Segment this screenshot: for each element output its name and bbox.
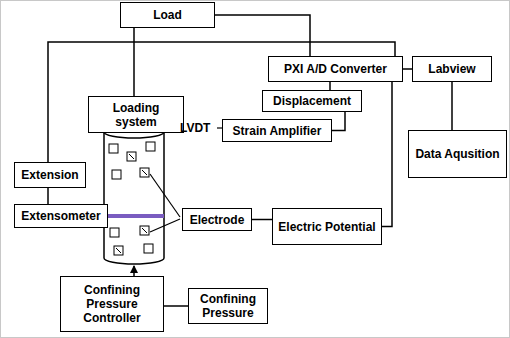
box-label: Loading system (93, 101, 179, 129)
box-label: PXI A/D Converter (284, 62, 387, 76)
box-label: Confining Pressure Controller (65, 283, 159, 325)
connector-line (215, 15, 310, 56)
process-box: Labview (412, 56, 492, 82)
process-box: PXI A/D Converter (268, 56, 403, 82)
box-label: Labview (428, 62, 475, 76)
box-label: Extension (21, 168, 78, 182)
connector-line (47, 188, 49, 204)
process-box: Electric Potential (272, 208, 382, 245)
box-label: Confining Pressure (193, 292, 263, 320)
process-box: Strain Amplifier (222, 119, 332, 142)
connector-line (382, 82, 392, 227)
process-box: Load (120, 2, 215, 28)
box-label: Strain Amplifier (233, 124, 322, 138)
sensor-label: LVDT (180, 121, 210, 135)
process-box: Confining Pressure Controller (60, 276, 164, 332)
connector-line (133, 28, 135, 96)
process-box: Extension (14, 162, 86, 188)
box-label: Load (153, 8, 182, 22)
connector-line (403, 68, 412, 70)
box-label: Data Aqusition (415, 147, 499, 161)
process-box: Displacement (262, 90, 362, 112)
connector-line (451, 82, 453, 130)
connector-line (252, 219, 272, 221)
box-label: Displacement (273, 94, 351, 108)
connector-line (164, 305, 188, 307)
connector-line (332, 112, 345, 131)
process-box: Confining Pressure (188, 288, 268, 324)
process-box: Electrode (182, 208, 252, 231)
process-box: Loading system (88, 96, 184, 133)
process-box: Data Aqusition (408, 130, 507, 178)
process-box: Extensometer (14, 204, 108, 228)
box-label: Electrode (190, 213, 245, 227)
connector-line (329, 82, 331, 90)
box-label: Extensometer (21, 209, 100, 223)
box-label: Electric Potential (278, 220, 375, 234)
